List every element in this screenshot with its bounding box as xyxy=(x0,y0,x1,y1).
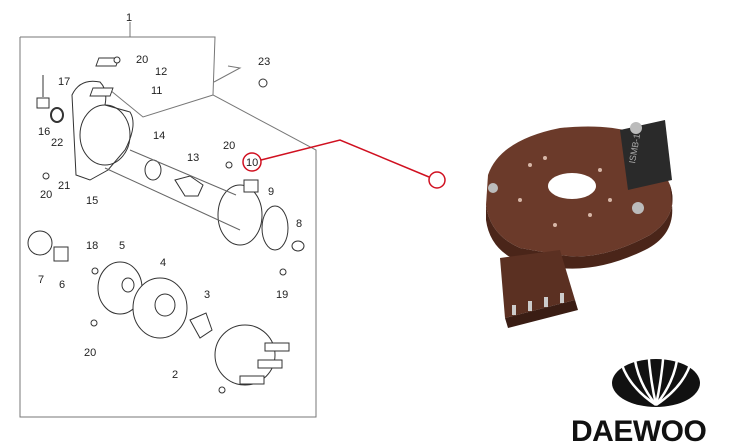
daewoo-emblem xyxy=(612,347,700,407)
highlight-leader xyxy=(260,139,446,189)
callout-labels: 1 20 12 11 17 16 22 14 20 13 10 9 8 21 2… xyxy=(38,12,302,381)
callout-20: 20 xyxy=(136,54,148,66)
callout-1: 1 xyxy=(126,12,132,24)
callout-20: 20 xyxy=(223,140,235,152)
callout-14: 14 xyxy=(153,130,165,142)
callout-6: 6 xyxy=(59,279,65,291)
callout-20: 20 xyxy=(84,347,96,359)
callout-3: 3 xyxy=(204,289,210,301)
callout-11: 11 xyxy=(151,85,162,97)
callout-15: 15 xyxy=(86,195,98,207)
callout-9: 9 xyxy=(268,186,274,198)
callout-23: 23 xyxy=(258,56,270,68)
parts-drawings xyxy=(27,56,305,394)
callout-2: 2 xyxy=(172,369,178,381)
product-photo-ignition-module: ISMB-1 xyxy=(486,120,673,328)
brand-name: DAEWOO xyxy=(571,415,706,447)
callout-20: 20 xyxy=(40,189,52,201)
highlight-circle xyxy=(242,152,262,172)
daewoo-logo: DAEWOO xyxy=(571,347,707,447)
assembly-frame xyxy=(19,22,317,418)
callout-19: 19 xyxy=(276,289,288,301)
callout-5: 5 xyxy=(119,240,125,252)
callout-18: 18 xyxy=(86,240,98,252)
callout-22: 22 xyxy=(51,137,63,149)
callout-13: 13 xyxy=(187,152,199,164)
callout-12: 12 xyxy=(155,66,167,78)
callout-4: 4 xyxy=(160,257,166,269)
callout-10: 10 xyxy=(246,157,258,169)
callout-21: 21 xyxy=(58,180,70,192)
callout-8: 8 xyxy=(296,218,302,230)
callout-17: 17 xyxy=(58,76,70,88)
callout-7: 7 xyxy=(38,274,44,286)
callout-16: 16 xyxy=(38,126,50,138)
